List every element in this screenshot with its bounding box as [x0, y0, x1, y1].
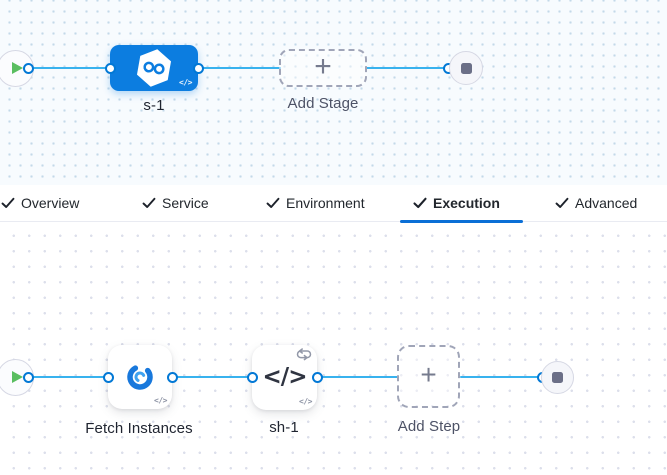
- deploy-hexagon-icon: [136, 49, 172, 87]
- connector-line: [317, 375, 399, 379]
- step-label: Fetch Instances: [85, 420, 193, 437]
- connector-port: [246, 371, 258, 383]
- shell-script-icon: </>: [262, 363, 308, 390]
- step-node-sh-1[interactable]: </> </>: [252, 345, 317, 410]
- tab-execution[interactable]: Execution: [413, 185, 500, 221]
- add-step-label: Add Step: [397, 418, 461, 435]
- connector-line: [366, 66, 450, 70]
- step-node-fetch-instances[interactable]: </>: [108, 345, 172, 409]
- tab-label: Advanced: [575, 195, 638, 211]
- check-icon: [413, 197, 427, 209]
- tab-overview[interactable]: Overview: [1, 185, 79, 221]
- check-icon: [142, 197, 156, 208]
- connector-port: [166, 371, 178, 383]
- fetch-instances-icon: [127, 364, 153, 390]
- connector-line: [172, 375, 254, 379]
- stop-icon: [552, 372, 563, 383]
- check-icon: [555, 197, 569, 208]
- step-yaml-badge-icon: </>: [299, 397, 312, 406]
- stage-config-tabbar: Overview Service Environment Execution A…: [0, 185, 667, 226]
- connector-port: [22, 62, 34, 74]
- check-icon: [266, 197, 280, 208]
- execution-canvas: </> </> </> + Fetch Instances sh-1 Add S…: [0, 226, 667, 475]
- step-label: sh-1: [269, 419, 299, 436]
- step-yaml-badge-icon: </>: [154, 396, 167, 405]
- connector-line: [26, 375, 110, 379]
- connector-port: [104, 62, 116, 74]
- add-step-button[interactable]: +: [397, 345, 460, 408]
- plus-icon: +: [420, 359, 437, 390]
- connector-port: [311, 371, 323, 383]
- add-stage-label: Add Stage: [287, 95, 359, 112]
- plus-icon: +: [314, 49, 332, 83]
- stage-node-s1[interactable]: </>: [110, 45, 198, 91]
- connector-port: [102, 371, 114, 383]
- tabbar-divider: [0, 221, 667, 222]
- check-icon: [1, 197, 15, 208]
- tab-label: Service: [162, 195, 209, 211]
- connector-line: [26, 66, 112, 70]
- stop-icon: [460, 62, 472, 74]
- pipeline-end-node: [449, 51, 483, 85]
- connector-line: [460, 375, 544, 379]
- add-stage-button[interactable]: +: [279, 49, 367, 87]
- connector-line: [198, 66, 281, 70]
- stage-yaml-badge-icon: </>: [179, 78, 192, 87]
- tab-label: Environment: [286, 195, 365, 211]
- tab-service[interactable]: Service: [142, 185, 209, 221]
- stage-label: s-1: [143, 97, 165, 114]
- connector-port: [22, 371, 34, 383]
- tab-advanced[interactable]: Advanced: [555, 185, 637, 221]
- active-tab-underline: [400, 219, 523, 223]
- connector-port: [192, 62, 204, 74]
- play-icon: [11, 62, 23, 74]
- play-icon: [11, 371, 23, 383]
- tab-environment[interactable]: Environment: [266, 185, 365, 221]
- looping-strategy-icon: [295, 348, 313, 362]
- stage-canvas: </> + s-1 Add Stage: [0, 0, 667, 185]
- tab-label: Overview: [21, 195, 80, 211]
- tab-label: Execution: [433, 195, 500, 211]
- execution-end-node: [541, 361, 574, 394]
